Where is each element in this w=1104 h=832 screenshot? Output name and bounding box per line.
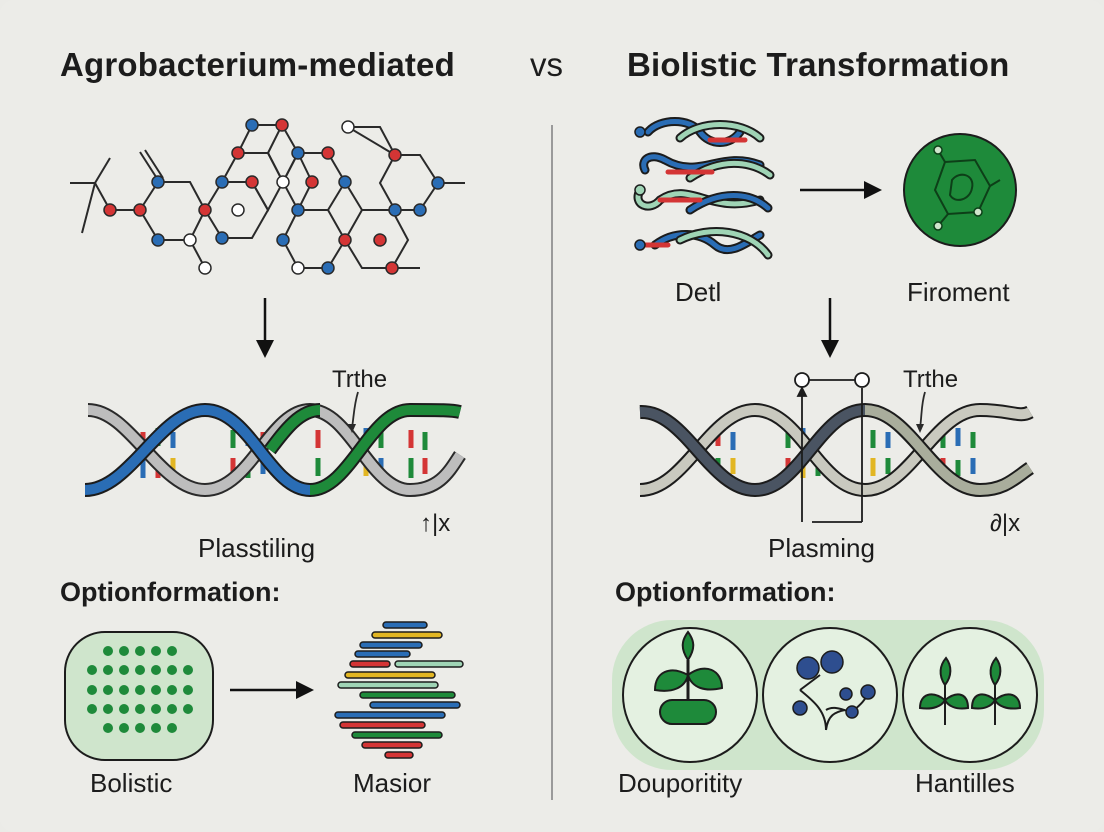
arrow-down-icon-right	[821, 298, 839, 358]
right-bottom-label-2: Hantilles	[915, 768, 1015, 798]
left-corner-mark: ↑|x	[420, 510, 451, 537]
dot-grid	[87, 646, 193, 733]
right-strands-label: Detl	[675, 277, 722, 307]
right-title: Biolistic Transformation	[627, 46, 1010, 83]
arrow-right-icon-bottom-left	[230, 681, 314, 699]
dna-helix-right	[639, 372, 1034, 523]
right-section-heading: Optionformation:	[615, 577, 836, 607]
right-cell-label: Firoment	[907, 277, 1010, 307]
dot-cell-icon	[64, 631, 214, 761]
gel-bands-icon	[334, 621, 464, 759]
pointer-line-left	[351, 391, 359, 429]
arrow-right-icon-top-right	[800, 181, 882, 199]
left-dna-label: Trthe	[332, 366, 388, 393]
seedling-pot-icon	[622, 627, 758, 763]
dna-strands-icon	[633, 117, 775, 260]
left-section-heading: Optionformation:	[60, 577, 281, 607]
left-title: Agrobacterium-mediated	[60, 46, 455, 83]
sprouts-icon	[902, 627, 1038, 763]
plasmid-bracket-icon	[794, 372, 870, 523]
plant-panel	[612, 620, 1044, 770]
right-dna-label: Trthe	[903, 366, 959, 393]
left-bottom-label-1: Bolistic	[90, 768, 173, 798]
left-plasmid-label: Plasstiling	[198, 533, 316, 563]
right-bottom-label-1: Douporitity	[618, 768, 743, 798]
right-plasmid-label: Plasming	[768, 533, 875, 563]
arrow-down-icon-left	[256, 298, 274, 358]
right-corner-mark: ∂|x	[990, 510, 1021, 537]
molecule-branch-icon	[762, 627, 898, 763]
molecule-atoms	[103, 118, 445, 275]
molecule-structure-icon	[70, 122, 465, 269]
pointer-line-right	[919, 391, 926, 429]
left-bottom-label-2: Masior	[353, 768, 432, 798]
dna-helix-left	[84, 391, 466, 498]
green-cell-icon	[903, 133, 1017, 247]
vs-label: vs	[530, 46, 563, 83]
